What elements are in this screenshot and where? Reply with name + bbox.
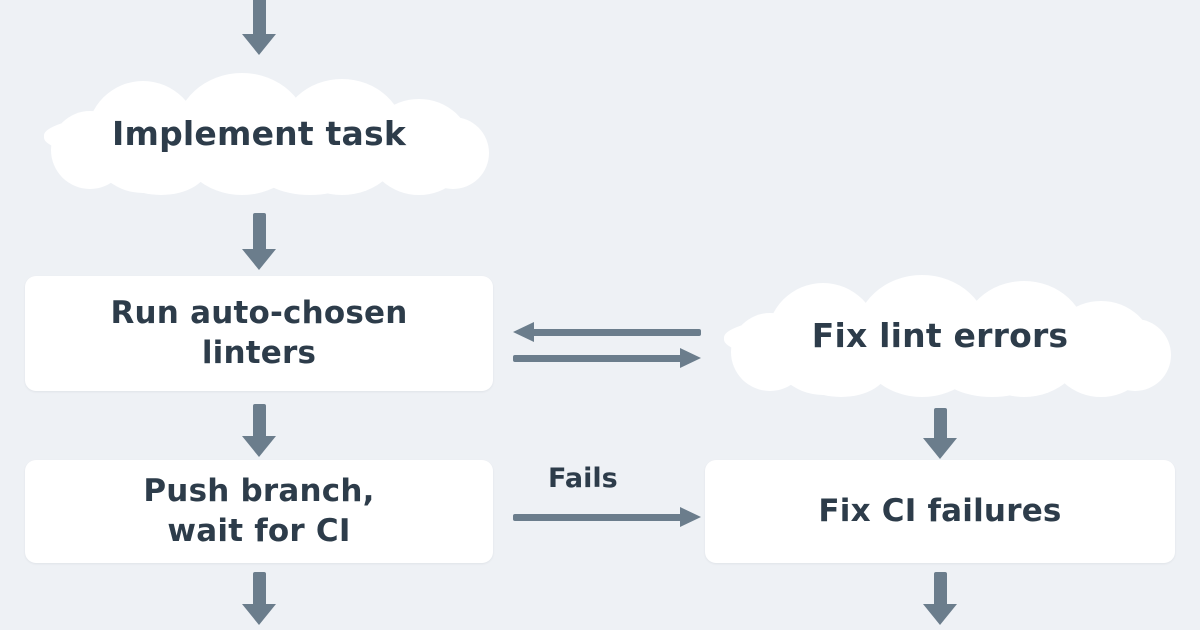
node-fix-ci-failures-label: Fix CI failures [818,492,1062,529]
node-implement-task[interactable]: Implement task [25,73,493,195]
node-fix-lint-errors-label: Fix lint errors [811,315,1069,355]
node-run-linters[interactable]: Run auto-chosen linters [25,276,493,391]
node-run-linters-label-line2: linters [201,334,317,371]
node-push-branch-label-line2: wait for CI [167,512,351,549]
node-implement-task-label: Implement task [112,113,406,153]
node-run-linters-label-line1: Run auto-chosen [110,294,408,331]
edge-label-fails: Fails [548,463,618,494]
node-push-branch[interactable]: Push branch, wait for CI [25,460,493,563]
node-fix-ci-failures[interactable]: Fix CI failures [705,460,1175,563]
node-fix-lint-errors[interactable]: Fix lint errors [705,275,1175,397]
node-push-branch-label-line1: Push branch, [143,472,375,509]
